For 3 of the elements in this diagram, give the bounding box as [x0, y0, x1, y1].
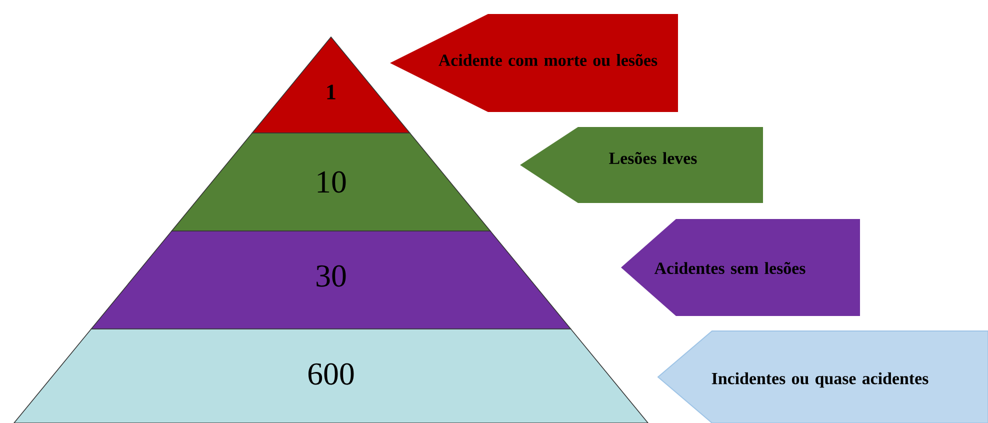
arrow-callout: Acidente com morte ou lesões	[390, 14, 678, 112]
arrow-callout: Lesões leves	[520, 127, 763, 203]
arrow-callout: Acidentes sem lesões	[621, 219, 860, 316]
